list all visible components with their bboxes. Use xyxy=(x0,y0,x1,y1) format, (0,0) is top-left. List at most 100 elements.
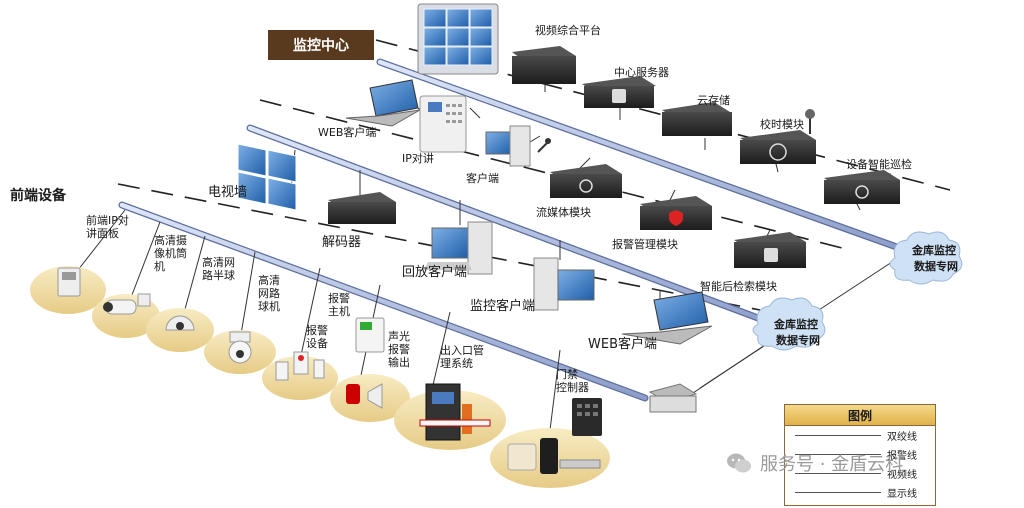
label-access-ctrl: 门禁控制器 xyxy=(556,367,589,394)
label-sound-light: 声光报警输出 xyxy=(388,329,410,369)
legend-label-1: 双绞线 xyxy=(887,432,917,443)
label-line: 声光 xyxy=(388,329,410,343)
label-line: 高清网 xyxy=(202,255,235,269)
smart-patrol-icon xyxy=(824,170,900,204)
legend-row-3: 视频线 xyxy=(785,464,935,483)
label-center-server: 中心服务器 xyxy=(614,66,669,79)
label-web-client-top: WEB客户端 xyxy=(318,125,376,139)
stream-module-icon xyxy=(550,164,622,198)
label-line: 门禁 xyxy=(556,367,578,381)
tv-wall-icon xyxy=(237,143,297,211)
label-hd-dome-half: 高清网路半球 xyxy=(202,255,235,282)
monitor-pc-icon xyxy=(533,257,595,311)
legend-title: 图例 xyxy=(785,405,935,426)
intercom-panel-icon xyxy=(57,267,81,297)
label-decoder: 解码器 xyxy=(322,235,361,250)
label-smart-search: 智能后检索模块 xyxy=(700,279,777,293)
label-cloud-storage: 云存储 xyxy=(697,93,730,107)
decoder-icon xyxy=(328,192,396,224)
laptop-bottom-icon xyxy=(621,291,713,345)
switch-icon xyxy=(648,383,698,413)
label-line: 报警 xyxy=(328,291,350,305)
alarm-devices-icon xyxy=(275,351,325,381)
alarm-module-icon xyxy=(640,196,712,230)
label-line: 主机 xyxy=(328,304,350,318)
label-line: 网路 xyxy=(258,287,280,300)
bullet-camera-icon xyxy=(103,293,151,315)
legend-line-2 xyxy=(795,454,881,455)
label-monitor-client: 监控客户端 xyxy=(470,298,535,314)
video-wall-icon xyxy=(417,3,499,75)
half-dome-icon xyxy=(165,315,195,331)
legend-row-1: 双绞线 xyxy=(785,426,935,445)
label-line: 报警 xyxy=(388,342,410,356)
wechat-icon xyxy=(727,453,751,473)
label-private-net-2b: 数据专网 xyxy=(776,333,820,347)
label-line: 输出 xyxy=(388,355,410,369)
label-alarm-device: 报警设备 xyxy=(306,323,328,350)
label-alarm-host: 报警主机 xyxy=(328,291,350,318)
label-hd-camera: 高清摄像机筒机 xyxy=(154,233,187,273)
front-end-title: 前端设备 xyxy=(10,187,67,204)
label-stream-module: 流媒体模块 xyxy=(536,205,591,219)
watermark: 服务号 · 金盾云科 xyxy=(726,450,903,476)
private-net-cloud-1: 金库监控 数据专网 xyxy=(889,231,963,285)
legend-line-3 xyxy=(795,473,881,474)
label-hd-dome-ball: 高清网路球机 xyxy=(258,273,280,313)
label-video-platform: 视频综合平台 xyxy=(535,23,601,37)
label-ip-intercom-panel: 前端IP对讲面板 xyxy=(86,213,129,240)
label-private-net-2a: 金库监控 xyxy=(773,317,818,331)
label-smart-patrol: 设备智能巡检 xyxy=(846,157,912,171)
private-net-cloud-2: 金库监控 数据专网 xyxy=(752,297,826,351)
legend-line-4 xyxy=(795,492,881,493)
label-entry-exit: 出入口管理系统 xyxy=(440,343,484,370)
label-line: 路半球 xyxy=(202,268,235,282)
label-private-net-1a: 金库监控 xyxy=(911,243,956,257)
legend-label-4: 显示线 xyxy=(887,489,917,500)
smart-search-icon xyxy=(734,232,806,268)
label-ip-intercom: IP对讲 xyxy=(402,151,434,165)
label-line: 控制器 xyxy=(556,380,589,394)
label-line: 机 xyxy=(154,259,165,273)
label-client: 客户端 xyxy=(466,171,499,185)
ptz-camera-icon xyxy=(228,331,252,364)
label-line: 设备 xyxy=(306,336,328,350)
siren-icon xyxy=(346,383,383,409)
legend-label-2: 报警线 xyxy=(887,451,917,462)
center-title: 监控中心 xyxy=(268,30,374,60)
label-line: 高清摄 xyxy=(154,233,187,247)
time-module-icon xyxy=(740,109,816,164)
alarm-host-icon xyxy=(355,317,385,353)
legend-line-1 xyxy=(795,435,881,436)
label-line: 球机 xyxy=(258,299,280,313)
label-playback-client: 回放客户端 xyxy=(402,264,467,280)
label-private-net-1b: 数据专网 xyxy=(914,259,958,273)
watermark-text: 服务号 · 金盾云科 xyxy=(760,454,904,475)
center-server-icon xyxy=(582,76,656,108)
label-line: 前端IP对 xyxy=(86,213,129,227)
label-line: 理系统 xyxy=(440,357,473,370)
ip-intercom-icon xyxy=(419,95,467,153)
video-platform-icon xyxy=(512,46,576,84)
legend-row-4: 显示线 xyxy=(785,483,935,502)
client-pc-icon xyxy=(485,125,551,167)
access-reader-icon xyxy=(507,438,601,474)
legend-row-2: 报警线 xyxy=(785,445,935,464)
label-line: 像机筒 xyxy=(154,246,187,260)
label-line: 讲面板 xyxy=(86,226,119,240)
laptop-top-icon xyxy=(345,79,421,127)
label-web-client-bottom: WEB客户端 xyxy=(588,336,657,352)
label-line: 报警 xyxy=(306,323,328,337)
access-controller-icon xyxy=(572,398,602,436)
label-tv-wall: 电视墙 xyxy=(208,185,247,200)
barrier-gate-icon xyxy=(419,383,491,441)
label-line: 出入口管 xyxy=(440,343,484,357)
legend-box: 图例 双绞线 报警线 视频线 显示线 xyxy=(784,404,936,506)
playback-pc-icon xyxy=(424,221,493,275)
label-time-module: 校时模块 xyxy=(760,117,804,131)
label-line: 高清 xyxy=(258,273,280,287)
legend-label-3: 视频线 xyxy=(887,470,917,481)
cloud-storage-icon xyxy=(662,102,732,136)
